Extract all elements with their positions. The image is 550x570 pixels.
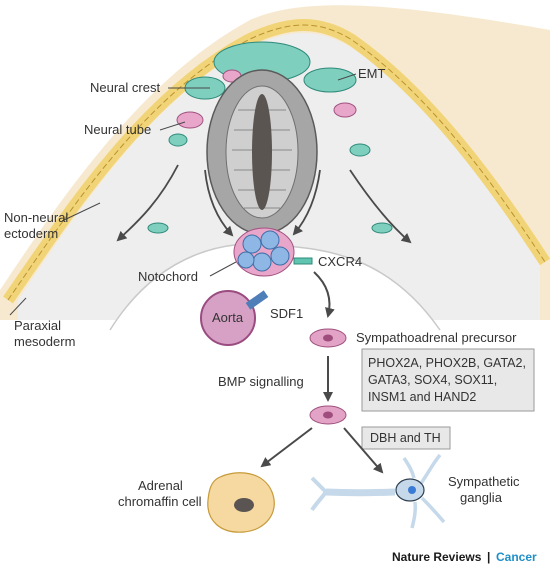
migrating-crest-cells — [147, 222, 393, 234]
label-emt: EMT — [358, 66, 386, 81]
arrow-to-ganglia — [343, 427, 384, 474]
marker-line-3: INSM1 and HAND2 — [368, 390, 476, 404]
label-non-neural-line2: ectoderm — [4, 226, 58, 241]
ectoderm-outline — [7, 24, 546, 301]
arrow-to-chromaffin — [260, 427, 313, 468]
marker-line-2: GATA3, SOX4, SOX11, — [368, 373, 497, 387]
credit-journal: Cancer — [496, 550, 537, 564]
label-neural-tube: Neural tube — [84, 122, 151, 137]
label-notochord: Notochord — [138, 269, 198, 284]
sdf1-ligand — [245, 290, 269, 310]
marker-line-1: PHOX2A, PHOX2B, GATA2, — [368, 356, 526, 370]
neural-tube — [206, 69, 318, 235]
label-bmp-signalling: BMP signalling — [218, 374, 304, 389]
neuron-nucleus — [408, 486, 416, 494]
chromaffin-nucleus — [234, 498, 254, 512]
cxcr4-receptor — [293, 257, 313, 265]
aorta — [200, 290, 256, 346]
credit-publisher: Nature Reviews — [392, 550, 482, 564]
label-neural-crest: Neural crest — [90, 80, 160, 95]
label-adrenal-line1: Adrenal — [138, 478, 183, 493]
label-aorta: Aorta — [212, 310, 244, 325]
arrow-to-precursor — [313, 271, 335, 318]
label-adrenal-line2: chromaffin cell — [118, 494, 202, 509]
label-paraxial-line2: mesoderm — [14, 334, 75, 349]
label-non-neural-line1: Non-neural — [4, 210, 68, 225]
committed-precursor-nucleus — [323, 411, 333, 419]
migration-arrows — [116, 164, 412, 244]
dbh-th-text: DBH and TH — [370, 431, 441, 445]
credit-separator: | — [487, 550, 490, 564]
label-paraxial-line1: Paraxial — [14, 318, 61, 333]
sympathetic-neuron — [310, 453, 446, 529]
label-cxcr4: CXCR4 — [318, 254, 362, 269]
label-sympathoadrenal-precursor: Sympathoadrenal precursor — [356, 330, 517, 345]
precursor-nucleus — [323, 334, 333, 342]
label-sympathetic-line2: ganglia — [460, 490, 503, 505]
notochord — [233, 227, 295, 277]
dbh-th-box — [361, 426, 451, 450]
marker-gene-box — [361, 348, 535, 412]
neural-crest-cells — [168, 41, 371, 157]
label-sympathetic-line1: Sympathetic — [448, 474, 520, 489]
label-leader-lines — [9, 73, 357, 316]
label-sdf1: SDF1 — [270, 306, 303, 321]
